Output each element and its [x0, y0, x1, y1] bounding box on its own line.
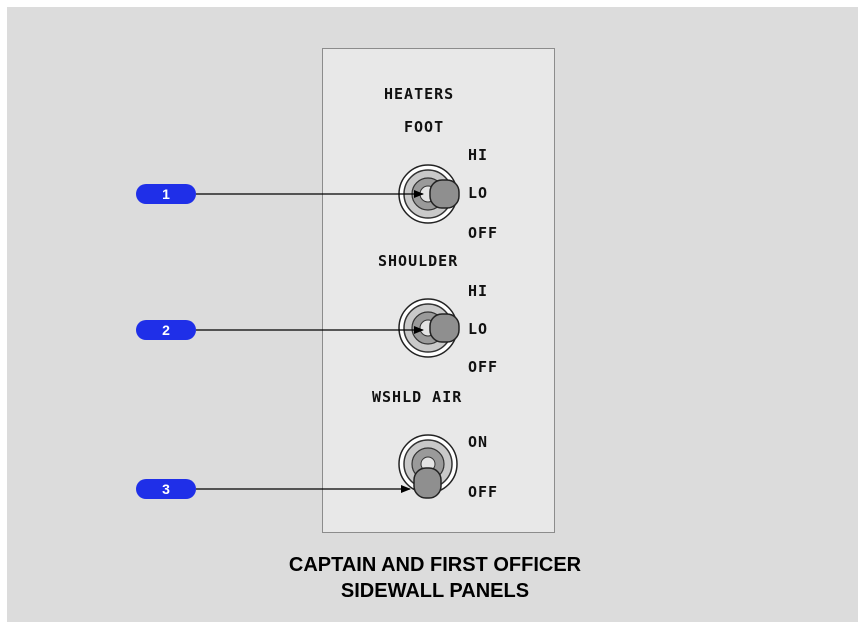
foot-heater-switch[interactable] — [398, 164, 460, 224]
foot-lo-label: LO — [468, 184, 489, 202]
shoulder-heater-label: SHOULDER — [378, 252, 459, 270]
callout-number-3: 3 — [162, 481, 170, 497]
shoulder-lo-label: LO — [468, 320, 489, 338]
shoulder-hi-label: HI — [468, 282, 489, 300]
callout-badge-3: 3 — [136, 479, 196, 499]
callout-badge-1: 1 — [136, 184, 196, 204]
caption-line-2: SIDEWALL PANELS — [340, 580, 530, 602]
caption-line-1: CAPTAIN AND FIRST OFFICER — [288, 554, 582, 576]
shoulder-off-label: OFF — [468, 358, 499, 376]
wshld-on-label: ON — [468, 433, 489, 451]
wshld-air-switch[interactable] — [398, 434, 458, 499]
foot-off-label: OFF — [468, 224, 499, 242]
callout-number-1: 1 — [162, 186, 170, 202]
callout-badge-2: 2 — [136, 320, 196, 340]
wshld-off-label: OFF — [468, 483, 499, 501]
foot-hi-label: HI — [468, 146, 489, 164]
callout-number-2: 2 — [162, 322, 170, 338]
heaters-title: HEATERS — [384, 85, 455, 103]
wshld-air-label: WSHLD AIR — [372, 388, 463, 406]
shoulder-heater-switch[interactable] — [398, 298, 460, 358]
foot-heater-label: FOOT — [404, 118, 445, 136]
